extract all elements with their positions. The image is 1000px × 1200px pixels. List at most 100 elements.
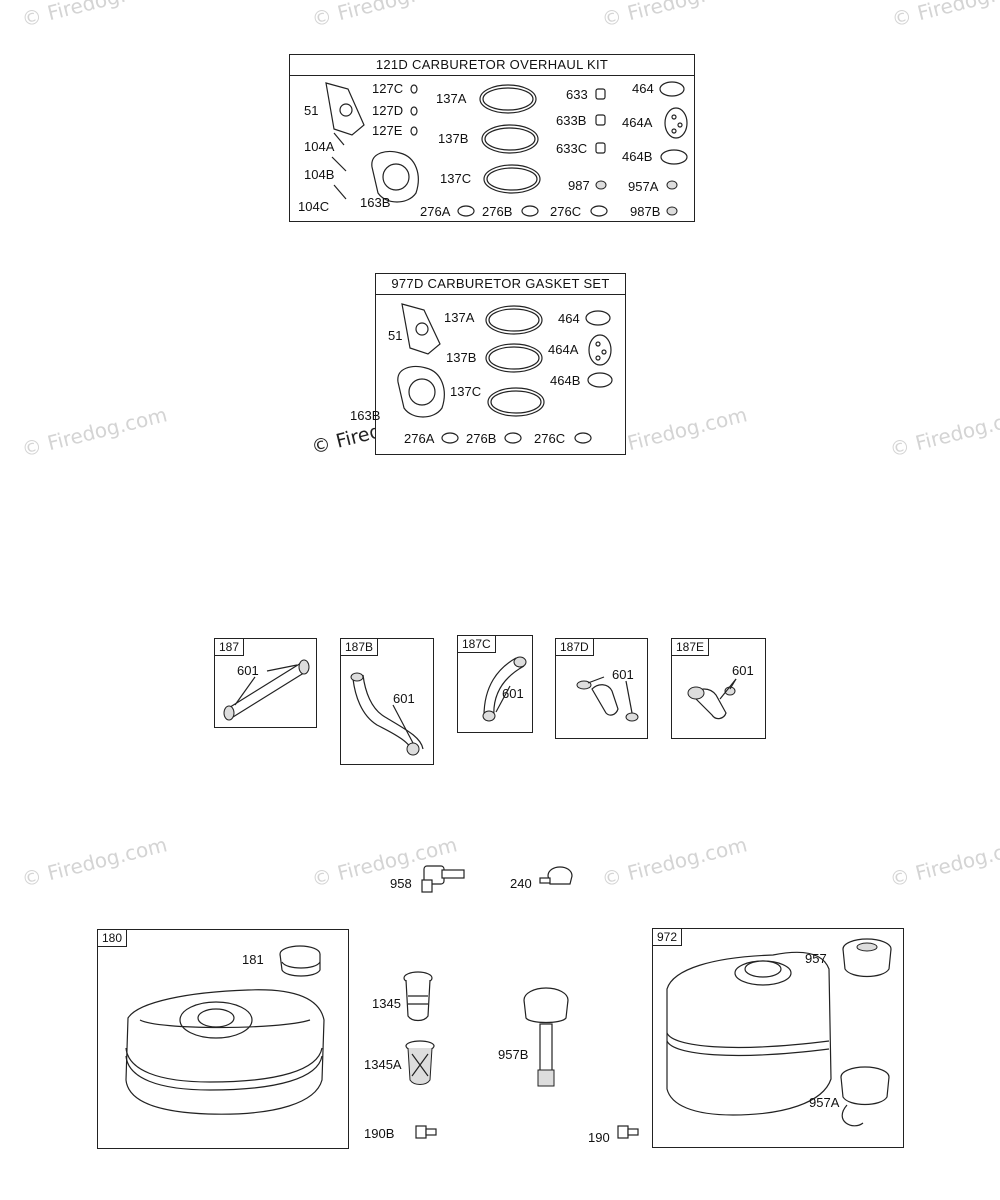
label-464a: 464A bbox=[622, 115, 653, 130]
label-957a: 957A bbox=[628, 179, 659, 194]
watermark: © Firedog.com bbox=[889, 0, 1000, 32]
label-276b: 276B bbox=[482, 204, 513, 219]
ring-137a-icon bbox=[485, 305, 543, 335]
label-190b: 190B bbox=[364, 1126, 395, 1141]
gasket-464-icon bbox=[585, 310, 611, 326]
gasket-163b-icon bbox=[371, 150, 419, 203]
kit-121d-panel: 121D CARBURETOR OVERHAUL KIT bbox=[289, 54, 695, 222]
label-464a: 464A bbox=[548, 342, 579, 357]
fitting-190b-icon bbox=[415, 1125, 437, 1139]
label-276a: 276A bbox=[420, 204, 451, 219]
pin-104a-icon bbox=[333, 132, 345, 146]
label-957a: 957A bbox=[809, 1095, 840, 1110]
label-276b: 276B bbox=[466, 431, 497, 446]
ring-137b-icon bbox=[481, 124, 539, 154]
hose-187e-icon bbox=[687, 678, 737, 720]
label-957b: 957B bbox=[498, 1047, 529, 1062]
gasket-464b-icon bbox=[660, 149, 688, 165]
gasket-464b-icon bbox=[587, 372, 613, 388]
label-51: 51 bbox=[304, 103, 319, 118]
label-190: 190 bbox=[588, 1130, 610, 1145]
gasket-51-icon bbox=[401, 303, 441, 355]
valve-958-icon bbox=[421, 865, 465, 893]
label-958: 958 bbox=[390, 876, 412, 891]
label-240: 240 bbox=[510, 876, 532, 891]
jet-633-icon bbox=[595, 88, 606, 100]
label-464: 464 bbox=[558, 311, 580, 326]
hose-187-panel: 187 601 bbox=[214, 638, 317, 728]
hose-187c-panel: 187C 601 bbox=[457, 635, 533, 733]
gasket-51-icon bbox=[325, 82, 365, 136]
fuel-cap-181-icon bbox=[279, 945, 321, 977]
watermark: © Firedog.com bbox=[887, 832, 1000, 892]
part-957a-icon bbox=[666, 180, 678, 190]
label-1345a: 1345A bbox=[364, 1057, 402, 1072]
hose-187c-icon bbox=[482, 656, 527, 722]
label-464b: 464B bbox=[622, 149, 653, 164]
label-276c: 276C bbox=[534, 431, 566, 446]
washer-276c-icon bbox=[574, 432, 592, 444]
hose-187-tag: 187 bbox=[214, 638, 245, 656]
label-127d: 127D bbox=[372, 103, 404, 118]
washer-276a-icon bbox=[441, 432, 459, 444]
filter-1345a-icon bbox=[405, 1040, 435, 1085]
label-181: 181 bbox=[242, 952, 264, 967]
hose-187-icon bbox=[223, 659, 310, 721]
label-127e: 127E bbox=[372, 123, 403, 138]
fuel-tank-180-icon bbox=[125, 989, 325, 1115]
label-163b: 163B bbox=[360, 195, 391, 210]
label-987b: 987B bbox=[630, 204, 661, 219]
kit-977d-drawing bbox=[397, 303, 613, 444]
label-601: 601 bbox=[612, 667, 634, 682]
fuel-cap-957a-icon bbox=[840, 1066, 890, 1127]
label-601: 601 bbox=[732, 663, 754, 678]
tank-180-panel: 180 181 bbox=[97, 929, 349, 1149]
label-957: 957 bbox=[805, 951, 827, 966]
ring-137b-icon bbox=[485, 343, 543, 373]
hose-187e-tag: 187E bbox=[671, 638, 710, 656]
cap-gauge-957b-icon bbox=[523, 987, 569, 1087]
fuel-cap-957-icon bbox=[842, 938, 892, 978]
washer-276c-icon bbox=[590, 205, 608, 217]
watermark: © Firedog.com bbox=[309, 0, 460, 32]
hose-187b-icon bbox=[350, 672, 424, 756]
hose-187d-icon bbox=[576, 676, 639, 722]
label-137c: 137C bbox=[440, 171, 472, 186]
watermark: © Firedog.com bbox=[19, 402, 170, 462]
label-276a: 276A bbox=[404, 431, 435, 446]
tank-972-tag: 972 bbox=[652, 928, 683, 946]
kit-977d-panel: 977D CARBURETOR GASKET SET 51 163B 137A … bbox=[350, 273, 626, 455]
gasket-464-icon bbox=[659, 81, 685, 97]
washer-276a-icon bbox=[457, 205, 475, 217]
vent-240-icon bbox=[539, 866, 573, 885]
kit-121d-title: 121D CARBURETOR OVERHAUL KIT bbox=[290, 55, 694, 76]
watermark: © Firedog.com bbox=[887, 402, 1000, 462]
watermark: © Firedog.com bbox=[599, 832, 750, 892]
diaphragm-464a-icon bbox=[588, 334, 612, 366]
label-633b: 633B bbox=[556, 113, 587, 128]
fuel-tank-972-icon bbox=[666, 951, 832, 1116]
label-137b: 137B bbox=[446, 350, 477, 365]
label-601: 601 bbox=[237, 663, 259, 678]
filter-1345-icon bbox=[403, 971, 433, 1022]
label-104a: 104A bbox=[304, 139, 335, 154]
jet-633b-icon bbox=[595, 114, 606, 126]
label-104c: 104C bbox=[298, 199, 330, 214]
label-464b: 464B bbox=[550, 373, 581, 388]
hose-187e-panel: 187E 601 bbox=[671, 638, 766, 739]
fitting-190-icon bbox=[617, 1125, 639, 1139]
hose-187d-tag: 187D bbox=[555, 638, 594, 656]
hose-187d-panel: 187D 601 bbox=[555, 638, 648, 739]
label-601: 601 bbox=[393, 691, 415, 706]
label-137a: 137A bbox=[444, 310, 475, 325]
ring-137c-icon bbox=[487, 387, 545, 417]
watermark: © Firedog.com bbox=[19, 832, 170, 892]
label-1345: 1345 bbox=[372, 996, 401, 1011]
ring-137a-icon bbox=[479, 84, 537, 114]
tank-180-tag: 180 bbox=[97, 929, 128, 947]
tank-972-panel: 972 957 957A bbox=[652, 928, 904, 1148]
pin-104c-icon bbox=[333, 184, 347, 200]
label-633: 633 bbox=[566, 87, 588, 102]
part-987b-icon bbox=[666, 206, 678, 216]
label-137a: 137A bbox=[436, 91, 467, 106]
